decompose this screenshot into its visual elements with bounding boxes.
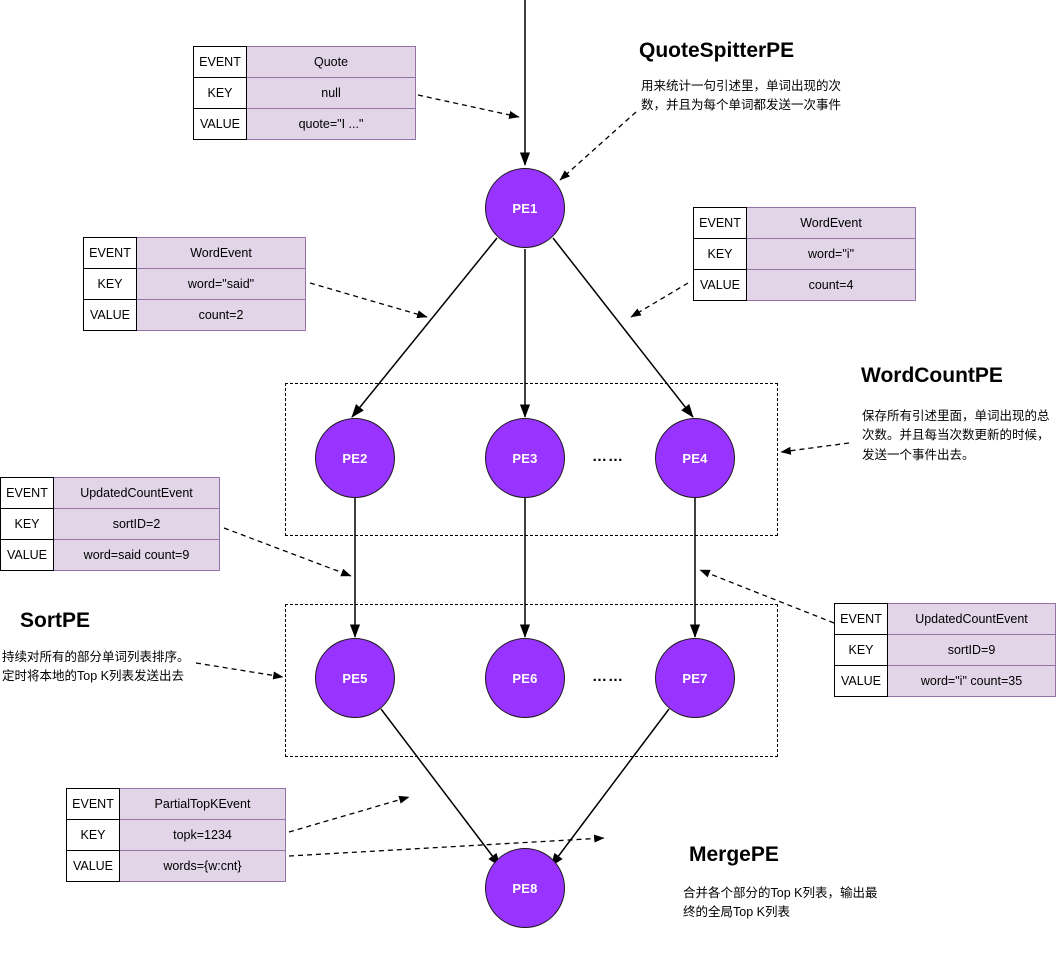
table-row: KEY sortID=2 xyxy=(0,508,220,540)
section-note-word-count: 保存所有引述里面，单词出现的总次数。并且每当次数更新的时候，发送一个事件出去。 xyxy=(862,409,1050,462)
row-label-event: EVENT xyxy=(83,237,137,269)
table-row: VALUE word="i" count=35 xyxy=(834,665,1056,697)
table-row: VALUE count=4 xyxy=(693,269,916,301)
event-table-word-event-i: EVENT WordEvent KEY word="i" VALUE count… xyxy=(693,207,916,301)
node-pe7[interactable]: PE7 xyxy=(655,638,735,718)
row-label-key: KEY xyxy=(66,819,120,851)
word-count-ellipsis: …… xyxy=(592,448,624,465)
section-note-quote-spitter: 用来统计一句引述里，单词出现的次数，并且为每个单词都发送一次事件 xyxy=(641,79,842,113)
row-label-key: KEY xyxy=(693,238,747,270)
event-name-value: UpdatedCountEvent xyxy=(887,603,1056,635)
event-value-value: quote="I ..." xyxy=(246,108,416,140)
row-label-key: KEY xyxy=(193,77,247,109)
event-table-quote: EVENT Quote KEY null VALUE quote="I ..." xyxy=(193,46,416,140)
event-name-value: PartialTopKEvent xyxy=(119,788,286,820)
row-label-key: KEY xyxy=(834,634,888,666)
event-table-word-event-said: EVENT WordEvent KEY word="said" VALUE co… xyxy=(83,237,306,331)
row-label-event: EVENT xyxy=(0,477,54,509)
table-row: EVENT PartialTopKEvent xyxy=(66,788,286,820)
row-label-key: KEY xyxy=(83,268,137,300)
section-note-sort: 持续对所有的部分单词列表排序。定时将本地的Top K列表发送出去 xyxy=(2,650,190,684)
event-key-value: topk=1234 xyxy=(119,819,286,851)
node-pe4-label: PE4 xyxy=(682,450,708,466)
event-value-value: word=said count=9 xyxy=(53,539,220,571)
table-row: VALUE quote="I ..." xyxy=(193,108,416,140)
row-label-value: VALUE xyxy=(834,665,888,697)
row-label-value: VALUE xyxy=(0,539,54,571)
node-pe6[interactable]: PE6 xyxy=(485,638,565,718)
row-label-value: VALUE xyxy=(66,850,120,882)
node-pe5[interactable]: PE5 xyxy=(315,638,395,718)
row-label-event: EVENT xyxy=(834,603,888,635)
row-label-event: EVENT xyxy=(193,46,247,78)
node-pe1-label: PE1 xyxy=(512,200,538,216)
row-label-value: VALUE xyxy=(83,299,137,331)
node-pe2-label: PE2 xyxy=(342,450,368,466)
event-key-value: word="said" xyxy=(136,268,306,300)
node-pe4[interactable]: PE4 xyxy=(655,418,735,498)
table-row: EVENT UpdatedCountEvent xyxy=(0,477,220,509)
event-table-updated-count-2: EVENT UpdatedCountEvent KEY sortID=2 VAL… xyxy=(0,477,220,571)
event-name-value: WordEvent xyxy=(136,237,306,269)
table-row: KEY sortID=9 xyxy=(834,634,1056,666)
node-pe8[interactable]: PE8 xyxy=(485,848,565,928)
table-row: EVENT WordEvent xyxy=(693,207,916,239)
event-value-value: word="i" count=35 xyxy=(887,665,1056,697)
node-pe7-label: PE7 xyxy=(682,670,708,686)
table-row: VALUE words={w:cnt} xyxy=(66,850,286,882)
event-value-value: count=4 xyxy=(746,269,916,301)
section-title-word-count: WordCountPE xyxy=(861,364,1003,387)
node-pe1[interactable]: PE1 xyxy=(485,168,565,248)
row-label-event: EVENT xyxy=(693,207,747,239)
table-row: KEY topk=1234 xyxy=(66,819,286,851)
table-row: KEY word="said" xyxy=(83,268,306,300)
section-title-quote-spitter: QuoteSpitterPE xyxy=(639,39,795,62)
word-count-group-box xyxy=(285,383,778,536)
node-pe2[interactable]: PE2 xyxy=(315,418,395,498)
node-pe3[interactable]: PE3 xyxy=(485,418,565,498)
event-value-value: count=2 xyxy=(136,299,306,331)
event-key-value: word="i" xyxy=(746,238,916,270)
event-key-value: null xyxy=(246,77,416,109)
table-row: KEY null xyxy=(193,77,416,109)
section-title-sort: SortPE xyxy=(20,609,91,632)
event-name-value: UpdatedCountEvent xyxy=(53,477,220,509)
row-label-value: VALUE xyxy=(193,108,247,140)
row-label-event: EVENT xyxy=(66,788,120,820)
sort-ellipsis: …… xyxy=(592,668,624,685)
row-label-key: KEY xyxy=(0,508,54,540)
event-key-value: sortID=9 xyxy=(887,634,1056,666)
row-label-value: VALUE xyxy=(693,269,747,301)
event-table-updated-count-9: EVENT UpdatedCountEvent KEY sortID=9 VAL… xyxy=(834,603,1056,697)
node-pe8-label: PE8 xyxy=(512,880,538,896)
event-name-value: WordEvent xyxy=(746,207,916,239)
table-row: EVENT UpdatedCountEvent xyxy=(834,603,1056,635)
table-row: VALUE count=2 xyxy=(83,299,306,331)
section-title-merge: MergePE xyxy=(689,843,779,866)
event-key-value: sortID=2 xyxy=(53,508,220,540)
node-pe3-label: PE3 xyxy=(512,450,538,466)
event-table-partial-topk: EVENT PartialTopKEvent KEY topk=1234 VAL… xyxy=(66,788,286,882)
node-pe5-label: PE5 xyxy=(342,670,368,686)
table-row: EVENT WordEvent xyxy=(83,237,306,269)
table-row: EVENT Quote xyxy=(193,46,416,78)
table-row: VALUE word=said count=9 xyxy=(0,539,220,571)
event-name-value: Quote xyxy=(246,46,416,78)
event-value-value: words={w:cnt} xyxy=(119,850,286,882)
table-row: KEY word="i" xyxy=(693,238,916,270)
section-note-merge: 合并各个部分的Top K列表，输出最终的全局Top K列表 xyxy=(683,886,878,920)
node-pe6-label: PE6 xyxy=(512,670,538,686)
sort-group-box xyxy=(285,604,778,757)
